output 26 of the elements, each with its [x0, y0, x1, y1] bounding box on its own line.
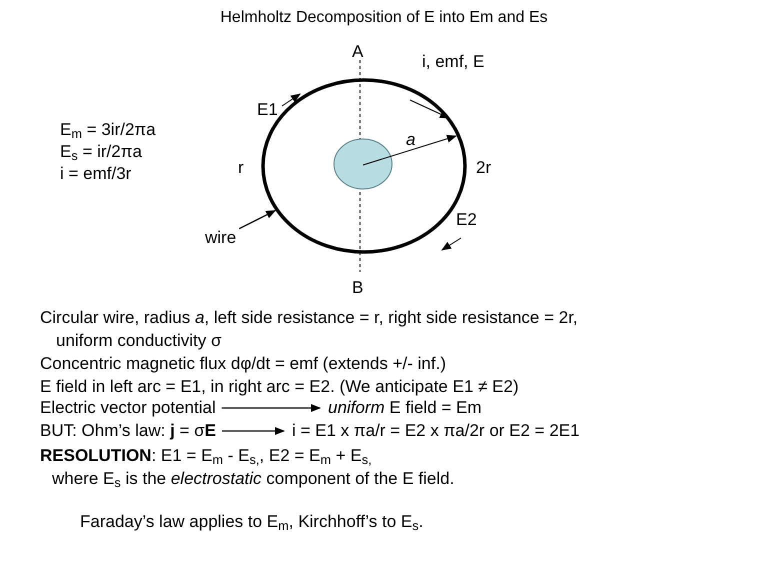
text-line: RESOLUTION: E1 = E$_{m}$ - E$_{s,}$, E2 = E$_{m}$ + E$_{s,}$ [40, 445, 372, 467]
point-label: A [352, 41, 364, 63]
text-line: E field in left arc = E1, in right arc = E2. (We anticipate E1 ≠ E2) [40, 376, 519, 398]
arrow [222, 404, 321, 412]
leader-line [238, 210, 276, 230]
formula: E$_{s}$ = ir/2πa [60, 141, 142, 163]
text-line: uniform E field = Em [328, 398, 482, 418]
text-line: Electric vector potential [40, 398, 216, 418]
text-line: where E$_{s}$ is the electrostatic component of the E field. [52, 468, 454, 490]
text-line: BUT: Ohm’s law: j = σE [40, 421, 216, 441]
resistance-label: r [238, 157, 244, 179]
point-label: B [352, 277, 364, 299]
radius-label: a [406, 129, 416, 151]
wire-label: wire [205, 228, 236, 248]
text-line: Concentric magnetic flux dφ/dt = emf (extends +/- inf.) [40, 353, 446, 375]
current-label: i, emf, E [422, 51, 484, 73]
diagram-title: Helmholtz Decomposition of E into Em and Es [219, 8, 549, 28]
text-line: Faraday’s law applies to E$_{m}$, Kirchhoff’s to E$_{s}$. [80, 511, 424, 533]
field-label: E1 [257, 99, 278, 121]
formula: E$_{m}$ = 3ir/2πa [60, 119, 156, 141]
formula: i = emf/3r [60, 163, 132, 185]
arrow [222, 427, 285, 435]
field-label: E2 [456, 209, 477, 231]
text-paragraph: Circular wire, radius a, left side resistance = r, right side resistance = 2r, uniform conductivity σ [40, 307, 579, 352]
resistance-label: 2r [476, 157, 492, 179]
text-line: i = E1 x πa/r = E2 x πa/2r or E2 = 2E1 [292, 421, 580, 441]
